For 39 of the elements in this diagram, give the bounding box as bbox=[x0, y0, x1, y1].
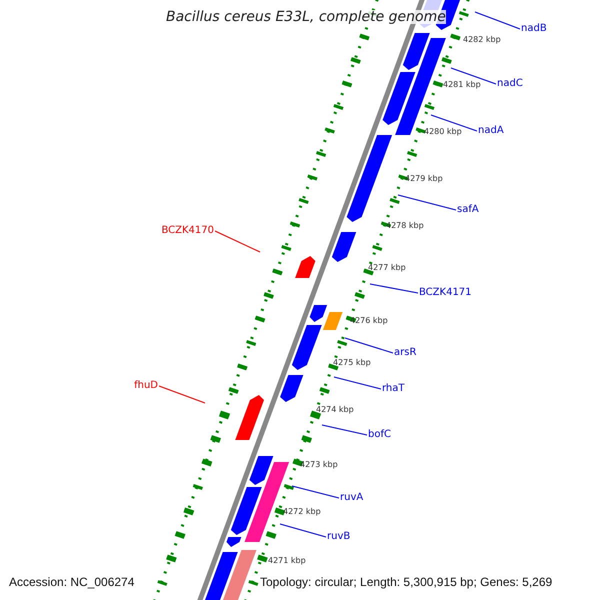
scale-label: 4279 kbp bbox=[405, 175, 443, 183]
leader-line bbox=[398, 194, 456, 210]
gene-label: safA bbox=[457, 205, 479, 215]
gene-label: BCZK4171 bbox=[419, 288, 472, 298]
leader-line bbox=[430, 114, 478, 132]
gene-label: rhaT bbox=[382, 384, 405, 394]
footer-text: Accession: NC_006274 bbox=[9, 576, 134, 588]
scale-label: 4281 kbp bbox=[443, 81, 481, 89]
leader-line bbox=[322, 424, 368, 436]
scale-label: 4276 kbp bbox=[350, 317, 388, 325]
gene-label: BCZK4170 bbox=[161, 226, 214, 236]
scale-label: 4277 kbp bbox=[368, 264, 406, 272]
scale-label: 4274 kbp bbox=[316, 406, 354, 414]
leader-line bbox=[334, 376, 382, 390]
leader-line bbox=[344, 338, 394, 354]
leader-line bbox=[474, 12, 520, 30]
gene-label: nadA bbox=[478, 126, 504, 136]
gene-label: ruvA bbox=[340, 493, 364, 503]
diagram-title: Bacillus cereus E33L, complete genome bbox=[166, 10, 446, 24]
scale-label: 4275 kbp bbox=[333, 359, 371, 367]
scale-label: 4273 kbp bbox=[300, 461, 338, 469]
scale-label: 4280 kbp bbox=[424, 128, 462, 136]
gene-label: ruvB bbox=[327, 532, 350, 542]
gene-label: nadB bbox=[521, 24, 547, 34]
gene-label: arsR bbox=[394, 348, 416, 358]
gene-label: fhuD bbox=[134, 381, 158, 391]
scale-label: 4271 kbp bbox=[268, 557, 306, 565]
gene-label: bofC bbox=[368, 430, 391, 440]
leader-line bbox=[214, 230, 260, 252]
leader-line bbox=[370, 284, 418, 294]
leader-line bbox=[158, 386, 206, 404]
leader-line bbox=[450, 68, 496, 84]
scale-label: 4272 kbp bbox=[283, 508, 321, 516]
leader-line bbox=[292, 486, 340, 498]
scale-label: 4282 kbp bbox=[463, 36, 501, 44]
gene-label: nadC bbox=[497, 79, 523, 89]
leader-line bbox=[280, 524, 326, 538]
footer-text: Topology: circular; Length: 5,300,915 bp; Genes: 5,269 bbox=[260, 576, 552, 588]
scale-label: 4278 kbp bbox=[386, 222, 424, 230]
